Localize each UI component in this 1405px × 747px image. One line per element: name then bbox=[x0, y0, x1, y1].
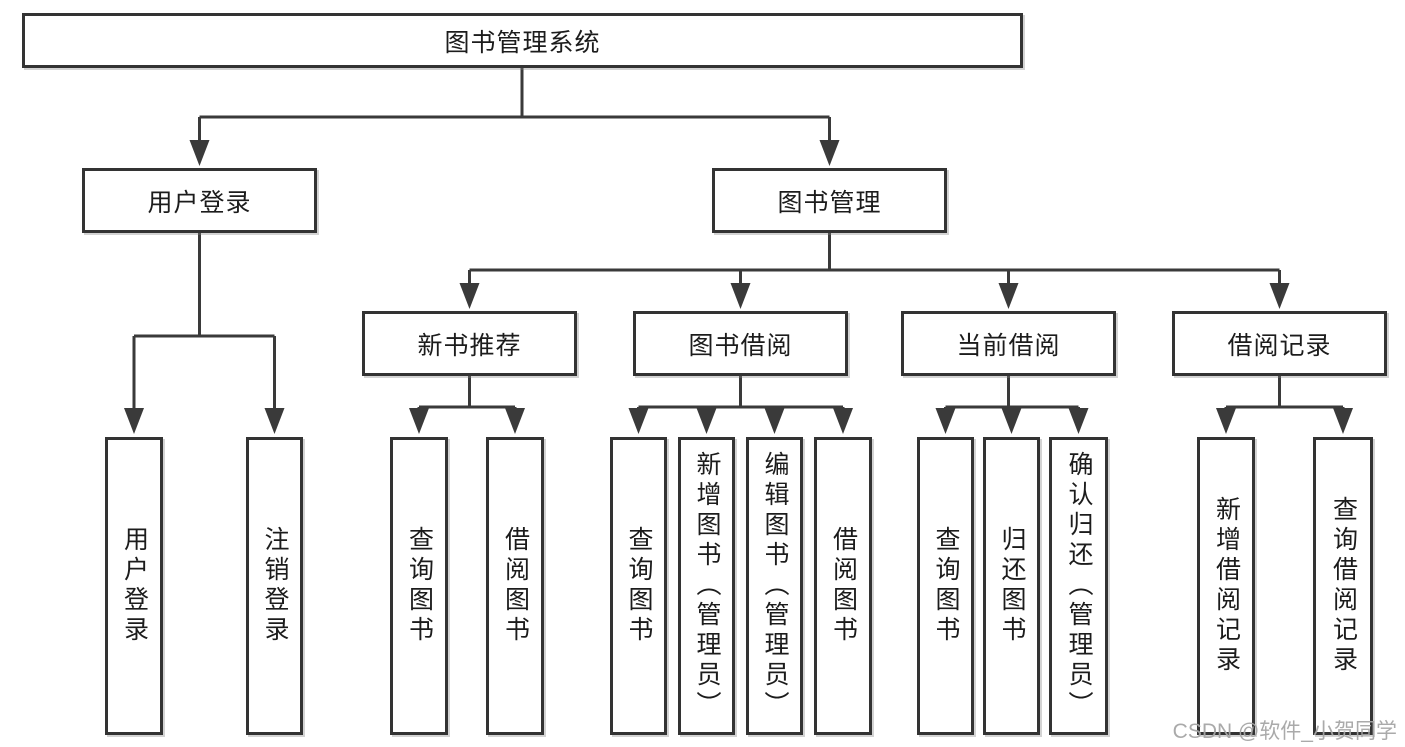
node-label: 查询图书 bbox=[625, 526, 653, 646]
node-label: 图书借阅 bbox=[688, 331, 793, 360]
arrow-down-icon bbox=[819, 140, 840, 166]
node-label: 查询图书 bbox=[932, 526, 960, 646]
node-label: 确认归还（管理员） bbox=[1065, 451, 1093, 721]
node-label: 编辑图书（管理员） bbox=[761, 451, 789, 721]
arrow-down-icon bbox=[124, 408, 144, 434]
arrow-down-icon bbox=[1216, 408, 1236, 434]
arrow-down-icon bbox=[409, 408, 429, 434]
node-label: 注销登录 bbox=[261, 526, 289, 646]
leaf-recommend-borrow-books: 借阅图书 bbox=[486, 437, 544, 735]
node-label: 图书管理系统 bbox=[444, 28, 601, 57]
node-label: 新增图书（管理员） bbox=[693, 451, 721, 721]
node-book-borrow: 图书借阅 bbox=[633, 311, 848, 376]
node-label: 图书管理 bbox=[777, 188, 882, 217]
arrow-down-icon bbox=[459, 283, 480, 309]
arrow-down-icon bbox=[264, 408, 285, 434]
arrow-down-icon bbox=[628, 408, 649, 434]
node-user-login: 用户登录 bbox=[82, 168, 317, 233]
arrow-down-icon bbox=[696, 408, 717, 434]
arrow-down-icon bbox=[730, 283, 751, 309]
node-label: 新增借阅记录 bbox=[1212, 496, 1241, 676]
arrow-down-icon bbox=[998, 283, 1019, 309]
node-label: 借阅记录 bbox=[1227, 331, 1332, 360]
leaf-borrow-add-books-admin: 新增图书（管理员） bbox=[678, 437, 735, 735]
arrow-down-icon bbox=[1001, 408, 1022, 434]
node-book-management: 图书管理 bbox=[712, 168, 947, 233]
node-current-borrow: 当前借阅 bbox=[901, 311, 1116, 376]
leaf-logout: 注销登录 bbox=[246, 437, 303, 735]
node-new-book-recommend: 新书推荐 bbox=[362, 311, 577, 376]
arrow-down-icon bbox=[935, 408, 956, 434]
leaf-borrow-borrow-books: 借阅图书 bbox=[814, 437, 872, 735]
node-label: 查询图书 bbox=[405, 526, 434, 646]
leaf-user-login: 用户登录 bbox=[105, 437, 163, 735]
arrow-down-icon bbox=[764, 408, 785, 434]
leaf-record-add: 新增借阅记录 bbox=[1197, 437, 1255, 735]
arrow-down-icon bbox=[1068, 408, 1089, 434]
watermark: CSDN @软件_小贺同学 bbox=[1172, 720, 1397, 743]
node-library-system: 图书管理系统 bbox=[22, 13, 1023, 68]
leaf-current-return-books: 归还图书 bbox=[983, 437, 1040, 735]
node-label: 新书推荐 bbox=[417, 331, 522, 360]
arrow-down-icon bbox=[505, 408, 525, 434]
leaf-record-query: 查询借阅记录 bbox=[1313, 437, 1373, 735]
node-label: 归还图书 bbox=[998, 526, 1026, 646]
arrow-down-icon bbox=[189, 140, 210, 166]
node-label: 借阅图书 bbox=[829, 526, 858, 646]
node-label: 用户登录 bbox=[147, 188, 252, 217]
node-borrow-record: 借阅记录 bbox=[1172, 311, 1387, 376]
node-label: 用户登录 bbox=[120, 526, 149, 646]
leaf-current-confirm-return-admin: 确认归还（管理员） bbox=[1049, 437, 1108, 735]
leaf-borrow-edit-books-admin: 编辑图书（管理员） bbox=[746, 437, 803, 735]
arrow-down-icon bbox=[1269, 283, 1290, 309]
arrow-down-icon bbox=[833, 408, 853, 434]
leaf-current-query-books: 查询图书 bbox=[917, 437, 974, 735]
leaf-recommend-query-books: 查询图书 bbox=[390, 437, 448, 735]
arrow-down-icon bbox=[1333, 408, 1353, 434]
leaf-borrow-query-books: 查询图书 bbox=[610, 437, 667, 735]
node-label: 查询借阅记录 bbox=[1329, 496, 1358, 676]
node-label: 当前借阅 bbox=[956, 331, 1061, 360]
node-label: 借阅图书 bbox=[501, 526, 530, 646]
